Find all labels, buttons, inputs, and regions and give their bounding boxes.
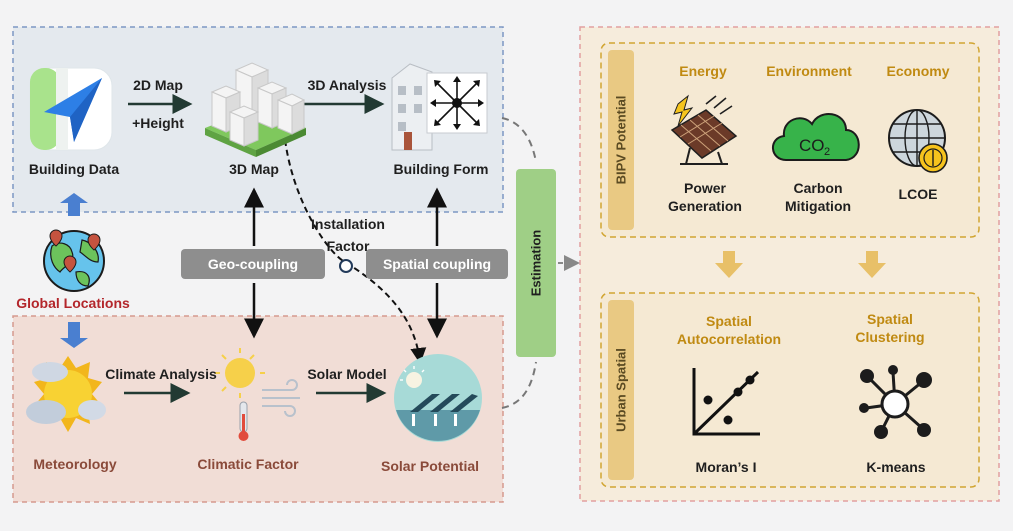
urban-sidebar: Urban Spatial — [608, 300, 634, 480]
network-cluster-icon — [859, 365, 932, 439]
label-clustering: Clustering — [855, 329, 925, 345]
arrow-up-blue — [60, 193, 88, 216]
globe-coin-icon — [888, 109, 948, 173]
estimation-bar: Estimation — [516, 169, 556, 357]
label-building-data: Building Data — [28, 161, 120, 177]
label-energy: Energy — [679, 63, 727, 79]
label-3d-map: 3D Map — [229, 161, 279, 177]
label-factor: Factor — [326, 238, 370, 254]
label-climate-analysis: Climate Analysis — [105, 366, 217, 382]
label-installation: Installation — [311, 216, 385, 232]
label-carbon: Carbon — [793, 180, 843, 196]
label-global-locations: Global Locations — [16, 295, 130, 311]
bipv-side-label: BIPV Potential — [613, 95, 629, 185]
label-building-form: Building Form — [393, 161, 489, 177]
label-kmeans: K-means — [866, 459, 926, 475]
label-height: +Height — [132, 115, 184, 131]
sun-cloud-icon — [26, 356, 106, 432]
label-environment: Environment — [766, 63, 852, 79]
scatter-plot-icon — [692, 368, 760, 436]
label-solar-potential: Solar Potential — [380, 458, 480, 474]
label-solar-model: Solar Model — [307, 366, 387, 382]
weather-icon — [215, 348, 300, 441]
urban-side-label: Urban Spatial — [613, 348, 629, 432]
label-spatial-1: Spatial — [706, 313, 752, 329]
arrow-gold-right — [858, 251, 886, 278]
svg-text:CO: CO — [799, 136, 825, 155]
label-climatic-factor: Climatic Factor — [197, 456, 299, 472]
spatial-coupling-pill: Spatial coupling — [366, 249, 508, 279]
geo-coupling-label: Geo-coupling — [207, 256, 299, 272]
label-power: Power — [683, 180, 727, 196]
installation-path — [283, 129, 427, 364]
urban-panel — [600, 292, 980, 488]
estimation-label: Estimation — [528, 229, 544, 297]
bipv-sidebar: BIPV Potential — [608, 50, 634, 230]
label-autocorrelation: Autocorrelation — [676, 331, 782, 347]
label-2d-map: 2D Map — [133, 77, 183, 93]
arrow-down-blue — [60, 322, 88, 348]
building-form-icon — [391, 63, 488, 151]
co2-cloud-icon: CO 2 — [772, 113, 860, 161]
spatial-coupling-label: Spatial coupling — [382, 256, 492, 272]
label-morans: Moran’s I — [695, 459, 757, 475]
solar-power-icon — [670, 94, 738, 165]
geo-coupling-pill: Geo-coupling — [181, 249, 325, 279]
label-generation: Generation — [668, 198, 742, 214]
label-economy: Economy — [886, 63, 950, 79]
label-mitigation: Mitigation — [784, 198, 852, 214]
label-3d-analysis: 3D Analysis — [307, 77, 387, 93]
city-3d-icon — [205, 62, 306, 157]
globe-icon — [43, 229, 105, 292]
navigation-app-icon — [29, 67, 113, 151]
solar-panel-icon — [394, 354, 482, 442]
label-lcoe: LCOE — [898, 186, 938, 202]
label-meteorology: Meteorology — [33, 456, 117, 472]
arrow-gold-left — [715, 251, 743, 278]
svg-text:2: 2 — [824, 146, 830, 158]
label-spatial-2: Spatial — [867, 311, 913, 327]
